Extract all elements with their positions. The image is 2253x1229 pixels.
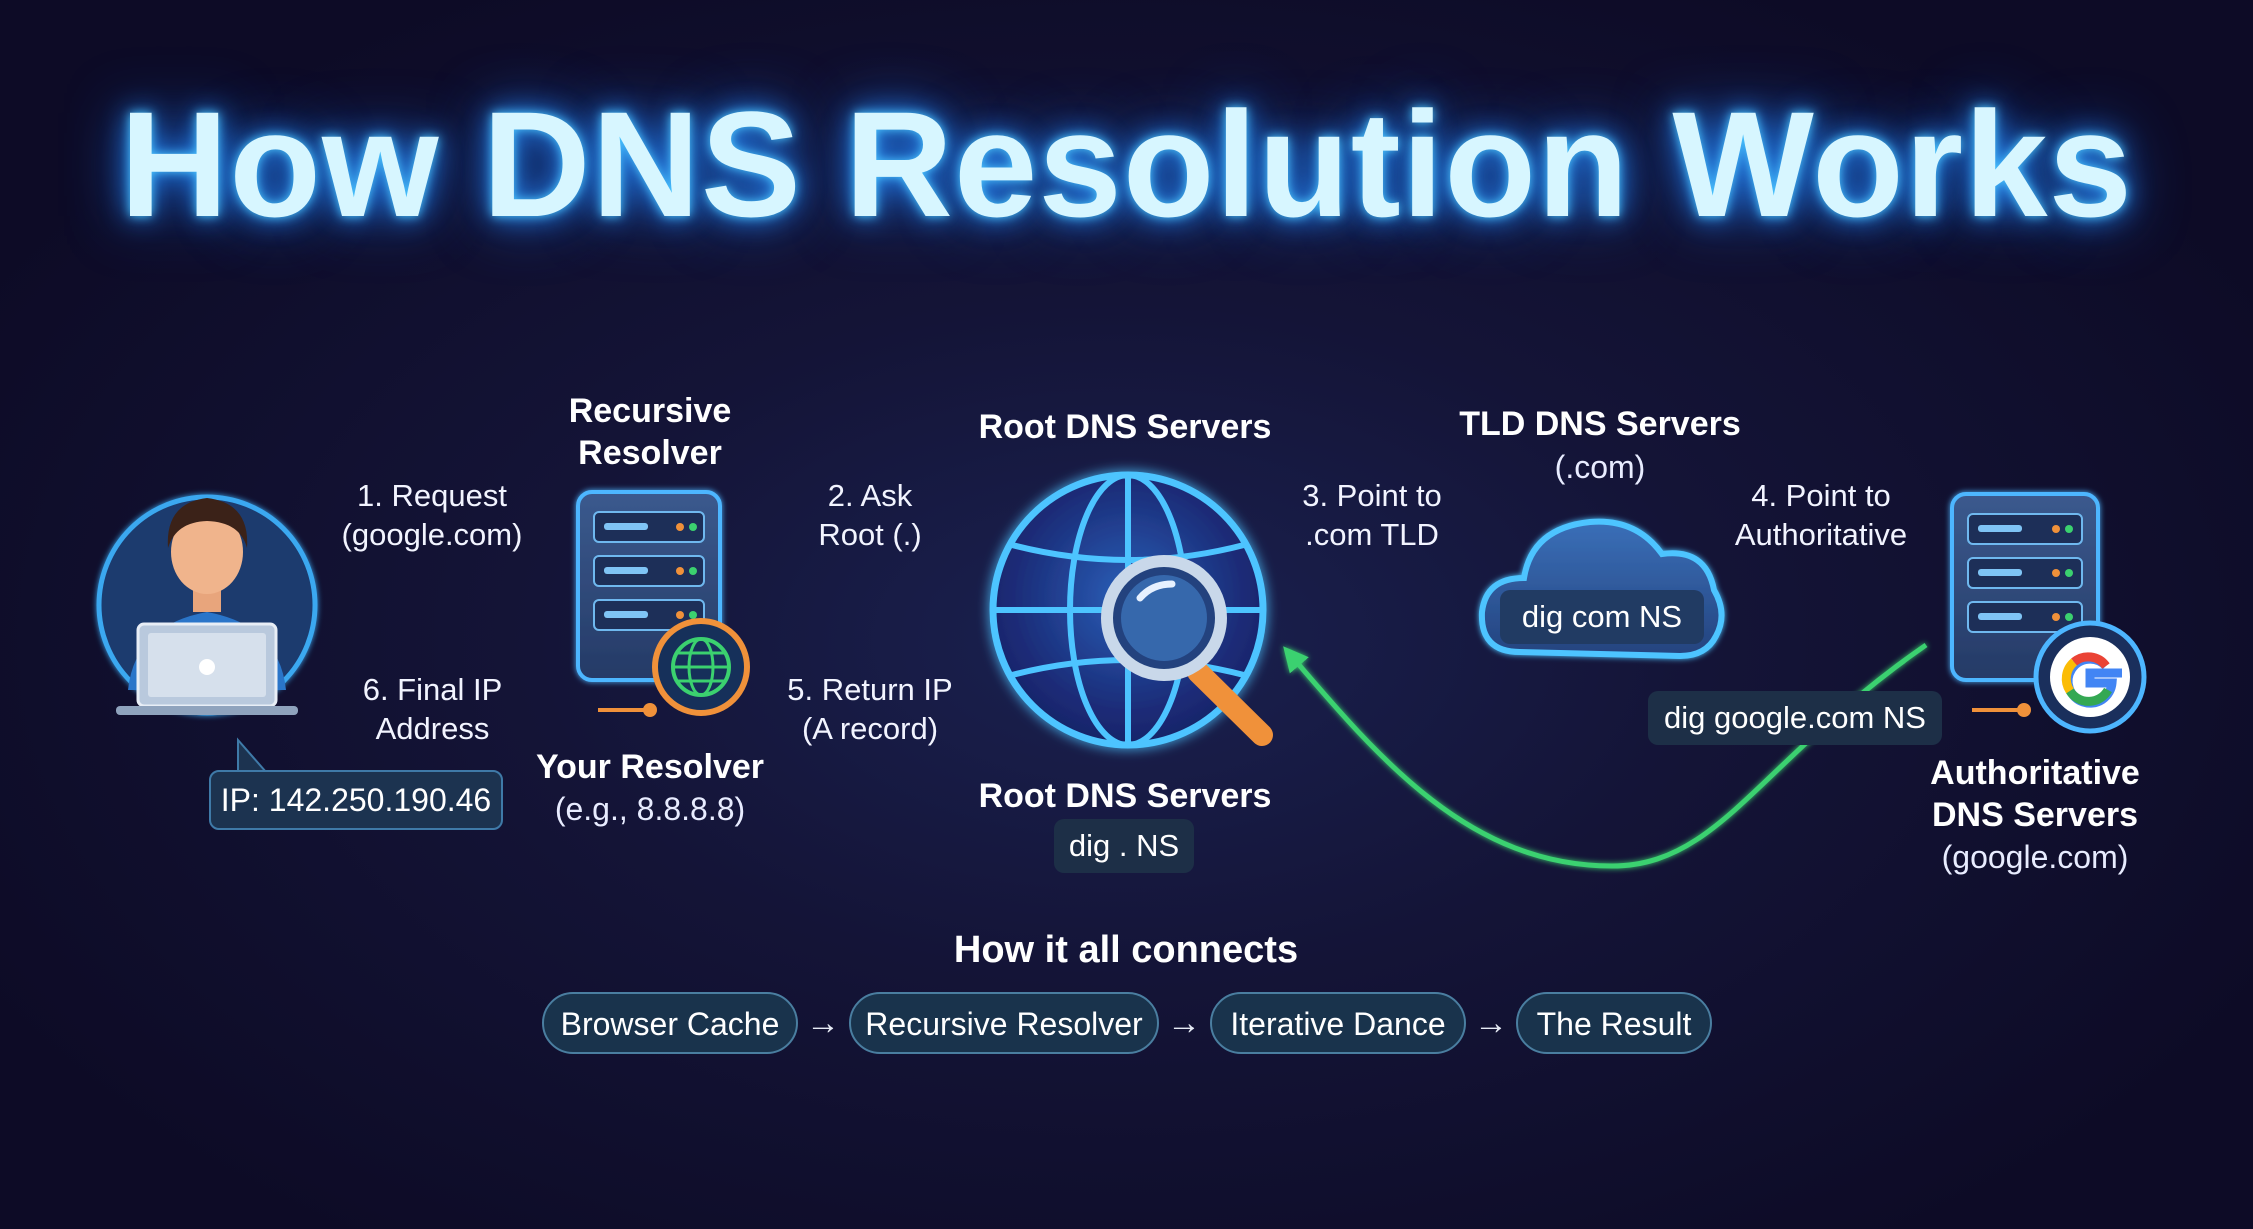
resolver-heading-line2: Resolver (578, 434, 722, 472)
connects-heading: How it all connects (953, 929, 1299, 971)
step-1-line2: (google.com) (341, 517, 523, 552)
step-3-label: 3. Point to .com TLD (1272, 476, 1472, 554)
chip-separator-2: → (1167, 1004, 1201, 1042)
authoritative-caption-line2: DNS Servers (1931, 796, 2138, 834)
step-5-line1: 5. Return IP (787, 672, 953, 707)
resolver-caption: Your Resolver (e.g., 8.8.8.8) (520, 746, 780, 830)
step-5-label: 5. Return IP (A record) (770, 670, 970, 748)
step-6-line1: 6. Final IP (362, 672, 503, 707)
resolver-heading-line1: Recursive (568, 392, 732, 430)
resolver-heading: Recursive Resolver (530, 390, 770, 474)
ip-address-bubble: IP: 142.250.190.46 (209, 770, 503, 830)
step-2-label: 2. Ask Root (.) (770, 476, 970, 554)
tld-heading: TLD DNS Servers (.com) (1440, 403, 1760, 489)
step-4-label: 4. Point to Authoritative (1716, 476, 1926, 554)
tld-heading-line1: TLD DNS Servers (1459, 405, 1741, 443)
step-3-line2: .com TLD (1305, 517, 1439, 552)
step-2-line1: 2. Ask (827, 478, 913, 513)
chip-separator-1: → (806, 1004, 840, 1042)
step-1-label: 1. Request (google.com) (322, 476, 542, 554)
chip-the-result: The Result (1516, 992, 1712, 1054)
authoritative-caption-line3: (google.com) (1941, 839, 2129, 875)
step-5-line2: (A record) (801, 711, 939, 746)
step-6-line2: Address (375, 711, 490, 746)
root-caption: Root DNS Servers (978, 777, 1272, 815)
step-6-label: 6. Final IP Address (330, 670, 535, 748)
step-4-line2: Authoritative (1734, 517, 1908, 552)
resolver-caption-line1: Your Resolver (535, 748, 764, 786)
tld-heading-line2: (.com) (1554, 449, 1646, 485)
root-command: dig . NS (1054, 819, 1194, 873)
google-g-icon (2033, 620, 2147, 734)
step-1-line1: 1. Request (357, 478, 507, 513)
tld-command: dig com NS (1500, 590, 1704, 644)
magnifier-icon (1101, 555, 1273, 746)
step-4-line1: 4. Point to (1751, 478, 1891, 513)
page-title: How DNS Resolution Works (119, 80, 2134, 248)
user-laptop-icon (96, 494, 318, 716)
authoritative-command: dig google.com NS (1648, 691, 1942, 745)
chip-iterative-dance: Iterative Dance (1210, 992, 1466, 1054)
root-heading: Root DNS Servers (978, 408, 1272, 446)
authoritative-caption: Authoritative DNS Servers (google.com) (1900, 752, 2170, 878)
step-2-line2: Root (.) (818, 517, 922, 552)
chip-separator-3: → (1474, 1004, 1508, 1042)
authoritative-caption-line1: Authoritative (1930, 754, 2140, 792)
resolver-globe-badge-icon (652, 618, 750, 716)
chip-recursive-resolver: Recursive Resolver (849, 992, 1159, 1054)
resolver-caption-line2: (e.g., 8.8.8.8) (554, 791, 746, 827)
chip-browser-cache: Browser Cache (542, 992, 798, 1054)
arrow-authoritative-answer (1283, 642, 1928, 869)
step-3-line1: 3. Point to (1302, 478, 1442, 513)
